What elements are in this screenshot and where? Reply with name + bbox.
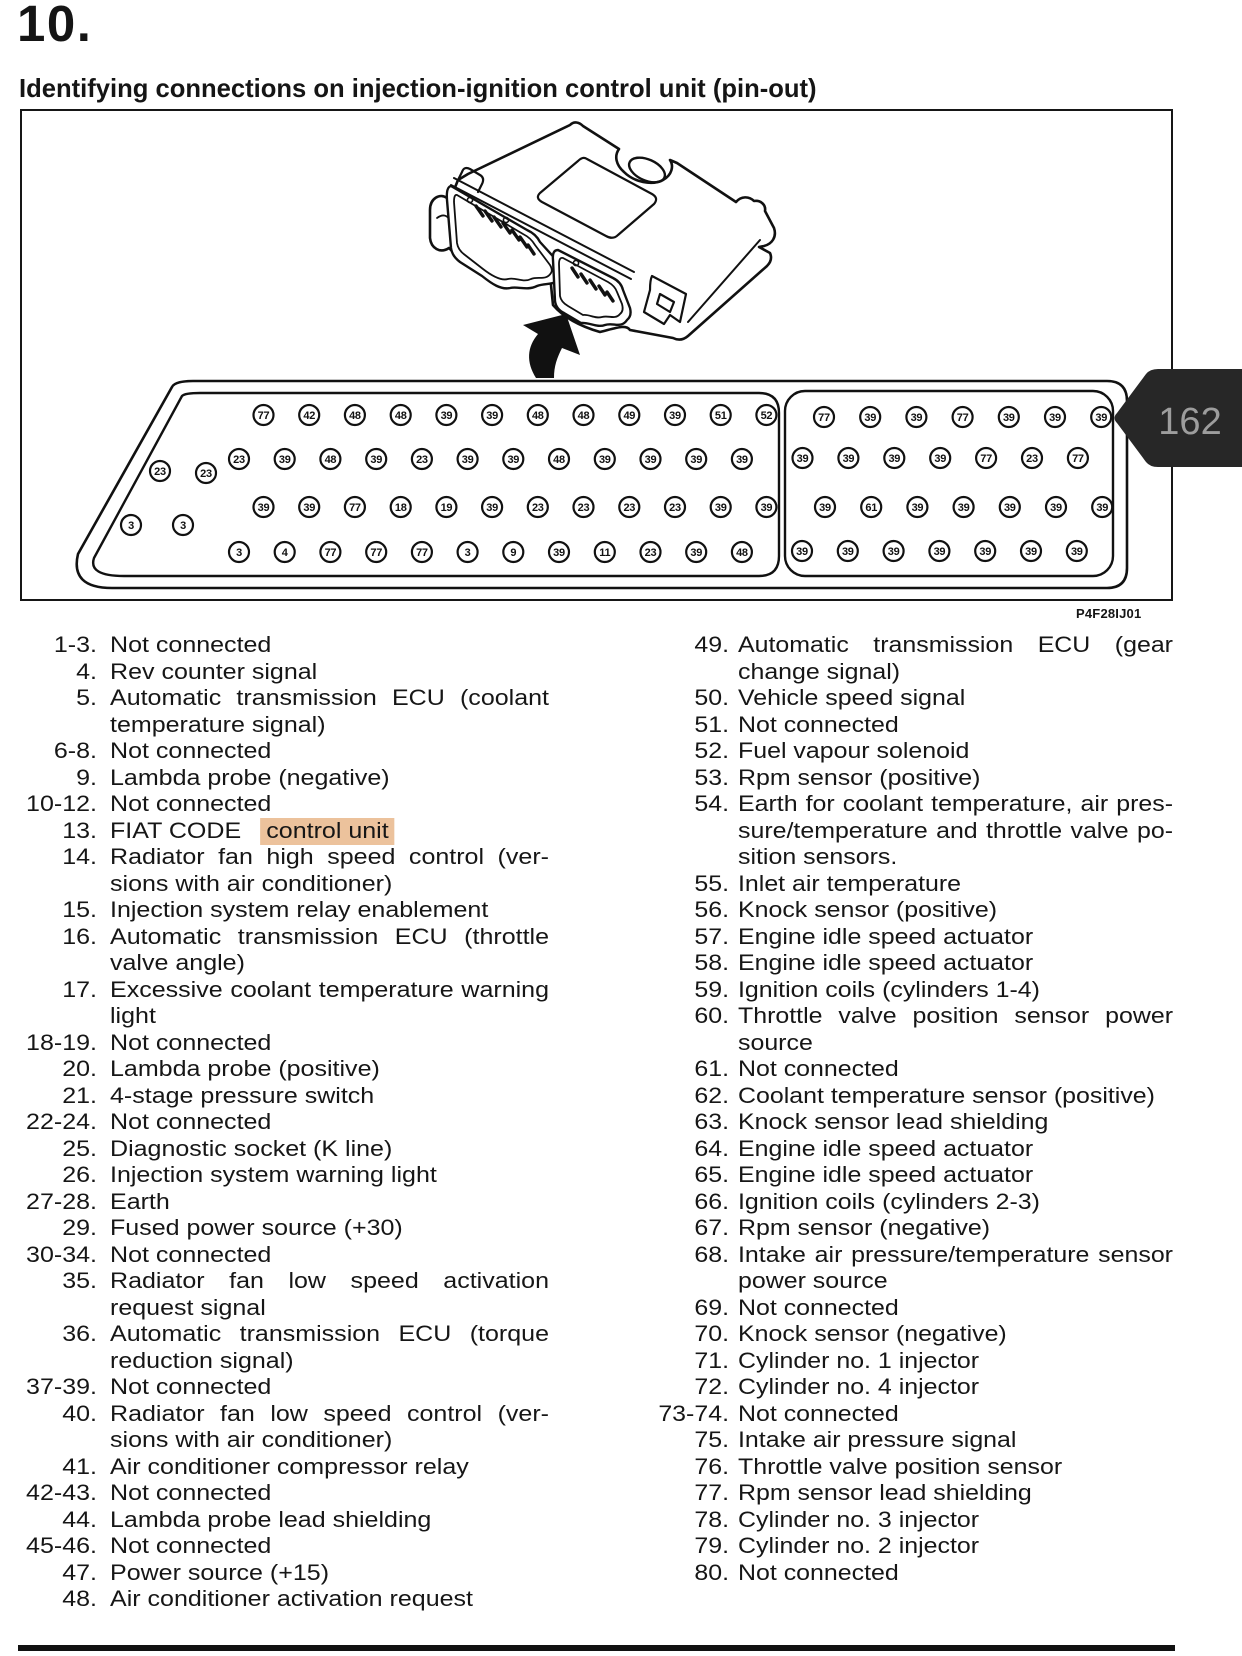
svg-text:77: 77 bbox=[957, 412, 969, 424]
svg-text:39: 39 bbox=[715, 502, 727, 514]
svg-text:39: 39 bbox=[486, 502, 498, 514]
svg-text:39: 39 bbox=[599, 454, 611, 466]
svg-text:39: 39 bbox=[553, 547, 565, 559]
svg-text:39: 39 bbox=[1096, 502, 1108, 514]
svg-text:39: 39 bbox=[441, 410, 453, 422]
svg-text:77: 77 bbox=[1072, 453, 1084, 465]
svg-text:51: 51 bbox=[715, 410, 727, 422]
svg-text:39: 39 bbox=[934, 453, 946, 465]
svg-text:23: 23 bbox=[532, 502, 544, 514]
svg-text:39: 39 bbox=[258, 502, 270, 514]
svg-text:19: 19 bbox=[441, 502, 453, 514]
svg-text:77: 77 bbox=[325, 547, 337, 559]
svg-text:48: 48 bbox=[578, 410, 590, 422]
svg-text:23: 23 bbox=[623, 502, 635, 514]
svg-text:162: 162 bbox=[1158, 401, 1221, 443]
svg-text:23: 23 bbox=[645, 547, 657, 559]
svg-text:39: 39 bbox=[690, 547, 702, 559]
svg-text:9: 9 bbox=[510, 547, 516, 559]
svg-text:39: 39 bbox=[911, 412, 923, 424]
svg-text:4: 4 bbox=[282, 547, 289, 559]
svg-text:48: 48 bbox=[349, 410, 361, 422]
svg-text:39: 39 bbox=[279, 454, 291, 466]
svg-text:23: 23 bbox=[416, 454, 428, 466]
svg-text:77: 77 bbox=[349, 502, 361, 514]
svg-text:39: 39 bbox=[888, 546, 900, 558]
svg-text:23: 23 bbox=[200, 468, 212, 480]
svg-text:39: 39 bbox=[843, 453, 855, 465]
svg-text:39: 39 bbox=[645, 454, 657, 466]
svg-text:48: 48 bbox=[395, 410, 407, 422]
svg-text:42: 42 bbox=[303, 410, 315, 422]
svg-text:39: 39 bbox=[1003, 412, 1015, 424]
svg-text:61: 61 bbox=[865, 502, 877, 514]
svg-text:39: 39 bbox=[934, 546, 946, 558]
svg-text:48: 48 bbox=[553, 454, 565, 466]
svg-text:52: 52 bbox=[761, 410, 773, 422]
svg-text:3: 3 bbox=[236, 547, 242, 559]
svg-text:3: 3 bbox=[180, 520, 186, 532]
svg-text:77: 77 bbox=[416, 547, 428, 559]
svg-text:39: 39 bbox=[736, 454, 748, 466]
svg-text:39: 39 bbox=[912, 502, 924, 514]
svg-text:39: 39 bbox=[1095, 412, 1107, 424]
svg-text:39: 39 bbox=[370, 454, 382, 466]
svg-text:39: 39 bbox=[1050, 502, 1062, 514]
svg-text:39: 39 bbox=[669, 410, 681, 422]
svg-text:39: 39 bbox=[1071, 546, 1083, 558]
svg-text:48: 48 bbox=[532, 410, 544, 422]
svg-text:39: 39 bbox=[462, 454, 474, 466]
svg-text:39: 39 bbox=[1004, 502, 1016, 514]
svg-text:39: 39 bbox=[761, 502, 773, 514]
svg-text:48: 48 bbox=[736, 547, 748, 559]
svg-text:23: 23 bbox=[154, 466, 166, 478]
svg-text:18: 18 bbox=[395, 502, 407, 514]
svg-text:39: 39 bbox=[1025, 546, 1037, 558]
svg-text:48: 48 bbox=[325, 454, 337, 466]
svg-text:77: 77 bbox=[258, 410, 270, 422]
svg-text:39: 39 bbox=[796, 546, 808, 558]
svg-text:39: 39 bbox=[819, 502, 831, 514]
svg-text:39: 39 bbox=[979, 546, 991, 558]
svg-text:3: 3 bbox=[465, 547, 471, 559]
svg-text:39: 39 bbox=[888, 453, 900, 465]
svg-text:39: 39 bbox=[507, 454, 519, 466]
svg-text:23: 23 bbox=[669, 502, 681, 514]
svg-text:39: 39 bbox=[690, 454, 702, 466]
svg-text:39: 39 bbox=[864, 412, 876, 424]
svg-text:77: 77 bbox=[980, 453, 992, 465]
svg-text:23: 23 bbox=[578, 502, 590, 514]
svg-text:3: 3 bbox=[128, 520, 134, 532]
svg-text:39: 39 bbox=[797, 453, 809, 465]
svg-text:39: 39 bbox=[486, 410, 498, 422]
svg-text:77: 77 bbox=[818, 412, 830, 424]
svg-text:11: 11 bbox=[599, 547, 610, 559]
svg-text:39: 39 bbox=[303, 502, 315, 514]
svg-text:23: 23 bbox=[1026, 453, 1038, 465]
svg-text:77: 77 bbox=[370, 547, 382, 559]
svg-text:39: 39 bbox=[958, 502, 970, 514]
svg-text:39: 39 bbox=[1049, 412, 1061, 424]
svg-text:39: 39 bbox=[842, 546, 854, 558]
svg-text:23: 23 bbox=[233, 454, 245, 466]
svg-text:49: 49 bbox=[623, 410, 635, 422]
